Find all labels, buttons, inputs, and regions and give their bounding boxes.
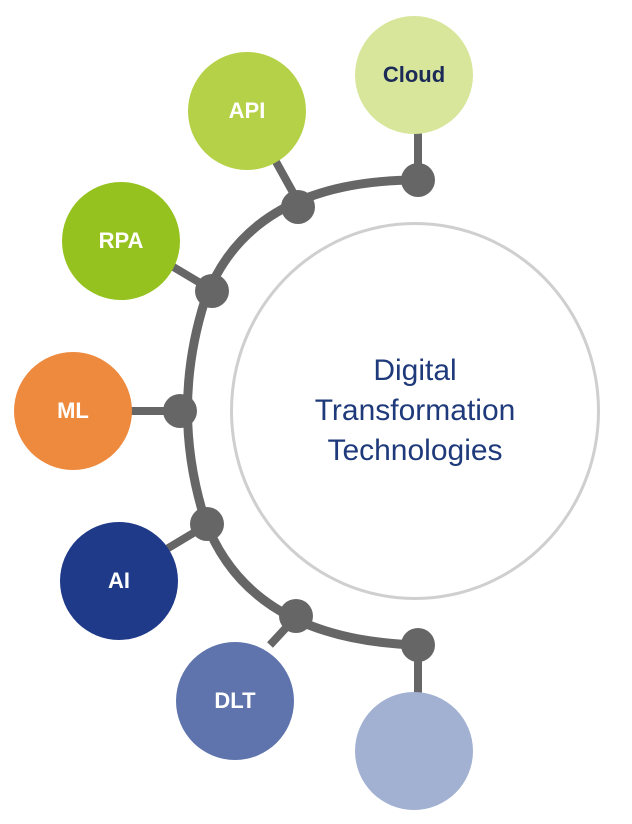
blank-junction-dot [401, 628, 435, 662]
cloud-junction-dot [401, 163, 435, 197]
rpa-junction-dot [195, 274, 229, 308]
center-title-line-2: Transformation [314, 394, 516, 427]
ml-node: ML [14, 352, 132, 470]
dlt-node: DLT [176, 642, 294, 760]
center-title-line-3: Technologies [327, 434, 503, 467]
rpa-node: RPA [62, 182, 180, 300]
ml-junction-dot [163, 394, 197, 428]
dlt-junction-dot [279, 599, 313, 633]
ai-node-label: AI [108, 568, 130, 593]
rpa-node-label: RPA [98, 228, 144, 253]
api-node: API [188, 52, 306, 170]
dlt-node-label: DLT [214, 688, 256, 713]
api-node-label: API [228, 98, 266, 123]
ai-junction-dot [190, 507, 224, 541]
ai-node: AI [60, 522, 178, 640]
api-junction-dot [281, 190, 315, 224]
center-title-circle: Digital Transformation Technologies [230, 222, 600, 600]
blank-node [355, 692, 473, 810]
cloud-node-label: Cloud [382, 62, 446, 87]
center-title-line-1: Digital [373, 354, 457, 387]
cloud-node: Cloud [355, 16, 473, 134]
ml-node-label: ML [57, 398, 89, 423]
